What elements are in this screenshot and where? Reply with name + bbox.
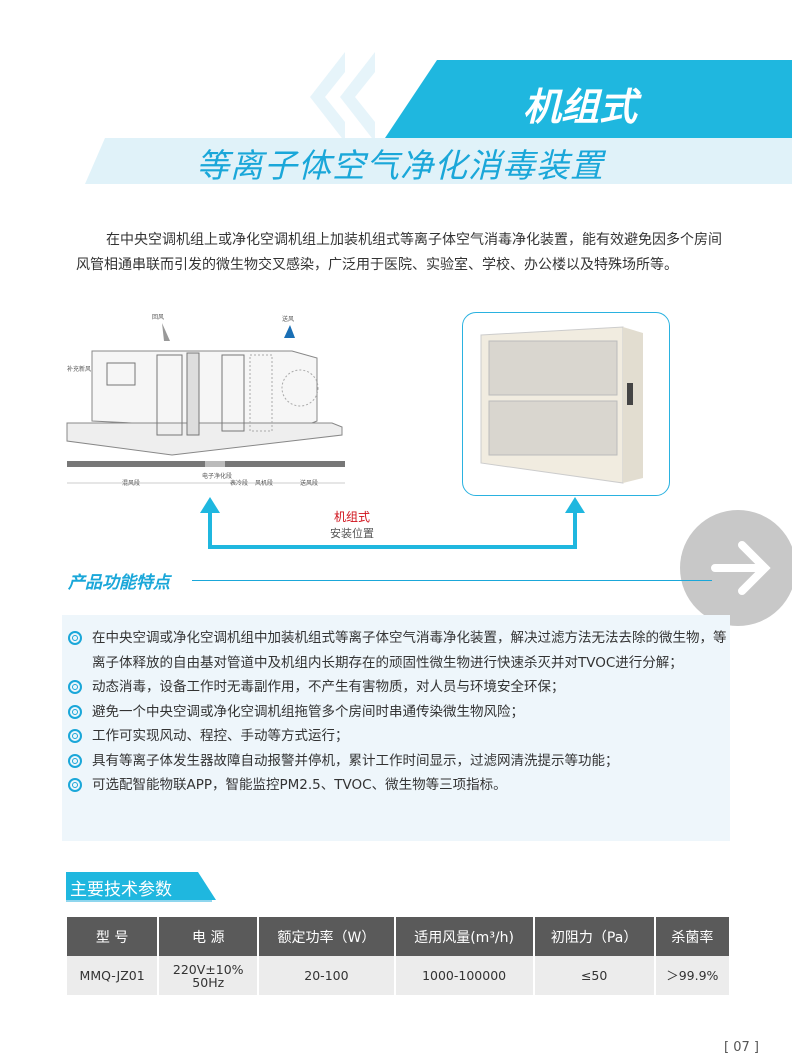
bullet-icon xyxy=(68,704,82,719)
bullet-icon xyxy=(68,753,82,768)
feature-text: 动态消毒，设备工作时无毒副作用，不产生有害物质，对人员与环境安全环保； xyxy=(92,679,565,695)
feature-text: 具有等离子体发生器故障自动报警并停机，累计工作时间显示，过滤网清洗提示等功能； xyxy=(92,752,619,769)
air-handler-diagram: 回风 送风 补充新风 混风段 电子净化段 表冷段 风机段 送风段 xyxy=(66,314,345,487)
col-header: 适用风量(m³/h) xyxy=(394,917,535,956)
col-header: 初阻力（Pa） xyxy=(533,917,656,956)
bullet-icon xyxy=(68,631,82,645)
label-fresh-air: 补充新风 xyxy=(67,365,91,373)
list-item: 具有等离子体发生器故障自动报警并停机，累计工作时间显示，过滤网清洗提示等功能； xyxy=(68,749,728,774)
page-number: [ 07 ] xyxy=(724,1040,759,1055)
feature-text: 可选配智能物联APP，智能监控PM2.5、TVOC、微生物等三项指标。 xyxy=(92,777,507,793)
bullet-icon xyxy=(68,729,82,743)
col-header: 电 源 xyxy=(158,917,260,956)
next-arrow-button[interactable] xyxy=(680,510,792,626)
label-purify: 电子净化段 xyxy=(202,472,232,480)
label-return-air: 回风 xyxy=(152,314,164,321)
page-subtitle: 等离子体空气净化消毒装置 xyxy=(196,146,604,185)
list-item: 避免一个中央空调或净化空调机组拖管多个房间时串通传染微生物风险； xyxy=(68,700,728,725)
specs-heading-text: 主要技术参数 xyxy=(70,880,172,900)
intro-paragraph: 在中央空调机组上或净化空调机组上加装机组式等离子体空气消毒净化装置，能有效避免因… xyxy=(76,232,722,273)
label-supply-air: 送风 xyxy=(282,315,294,323)
label-supply: 送风段 xyxy=(300,479,318,487)
label-cooling: 表冷段 xyxy=(230,479,248,487)
double-chevron-decoration xyxy=(310,52,375,142)
install-type: 机组式 xyxy=(333,510,370,524)
specs-heading-underline xyxy=(66,900,212,902)
features-list: 在中央空调或净化空调机组中加装机组式等离子体空气消毒净化装置，解决过滤方法无法去… xyxy=(68,626,728,798)
features-panel xyxy=(62,615,730,841)
device-photo xyxy=(462,312,670,496)
arrow-right-icon xyxy=(711,541,771,595)
features-heading: 产品功能特点 xyxy=(68,573,170,593)
feature-text: 避免一个中央空调或净化空调机组拖管多个房间时串通传染微生物风险； xyxy=(92,703,524,720)
cell-resistance: ≤50 xyxy=(533,956,656,995)
bullet-icon xyxy=(68,680,82,694)
feature-text: 在中央空调或净化空调机组中加装机组式等离子体空气消毒净化装置，解决过滤方法无法去… xyxy=(92,630,727,671)
specs-table: 型 号 电 源 额定功率（W） 适用风量(m³/h) 初阻力（Pa） 杀菌率 M… xyxy=(67,917,732,995)
heading-divider xyxy=(192,580,712,581)
bullet-icon xyxy=(68,778,82,792)
page-title: 机组式 xyxy=(522,85,637,129)
subtitle-band xyxy=(85,138,792,184)
table-header-row: 型 号 电 源 额定功率（W） 适用风量(m³/h) 初阻力（Pa） 杀菌率 xyxy=(67,917,732,956)
cell-airflow: 1000-100000 xyxy=(394,956,535,995)
title-band xyxy=(385,60,792,138)
table-row: MMQ-JZ01 220V±10% 50Hz 20-100 1000-10000… xyxy=(67,956,732,995)
feature-text: 工作可实现风动、程控、手动等方式运行； xyxy=(92,728,349,744)
install-label: 机组式 安装位置 xyxy=(330,508,374,541)
label-mixing: 混风段 xyxy=(122,479,140,487)
cell-model: MMQ-JZ01 xyxy=(67,956,160,995)
cell-rated-power: 20-100 xyxy=(258,956,396,995)
label-fan: 风机段 xyxy=(255,479,273,487)
cell-power-supply: 220V±10% 50Hz xyxy=(158,956,260,995)
list-item: 在中央空调或净化空调机组中加装机组式等离子体空气消毒净化装置，解决过滤方法无法去… xyxy=(68,626,728,675)
list-item: 可选配智能物联APP，智能监控PM2.5、TVOC、微生物等三项指标。 xyxy=(68,773,728,798)
col-header: 额定功率（W） xyxy=(258,917,396,956)
specs-heading: 主要技术参数 xyxy=(66,872,216,900)
cell-sterilization: ＞99.9% xyxy=(654,956,732,995)
col-header: 杀菌率 xyxy=(654,917,732,956)
list-item: 工作可实现风动、程控、手动等方式运行； xyxy=(68,724,728,749)
col-header: 型 号 xyxy=(67,917,160,956)
install-flow-arrow xyxy=(200,497,585,549)
install-position: 安装位置 xyxy=(330,527,374,540)
list-item: 动态消毒，设备工作时无毒副作用，不产生有害物质，对人员与环境安全环保； xyxy=(68,675,728,700)
